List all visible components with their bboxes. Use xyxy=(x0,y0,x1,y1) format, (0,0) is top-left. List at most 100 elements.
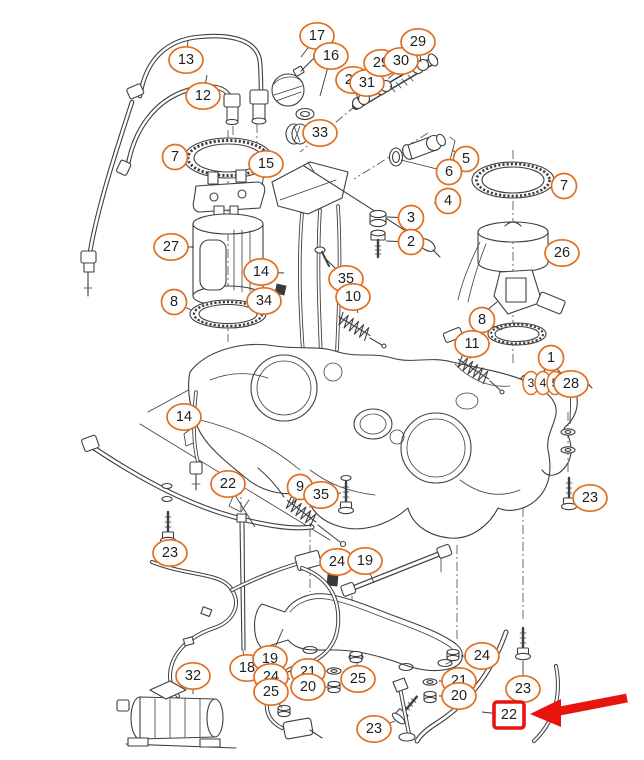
vent-pipe-14 xyxy=(189,390,203,491)
callout-label: 23 xyxy=(582,490,598,506)
callout-33[interactable]: 33 xyxy=(302,118,338,148)
callout-label: 4 xyxy=(444,193,452,209)
callout-24[interactable]: 24 xyxy=(464,641,500,671)
callout-label: 23 xyxy=(515,681,531,697)
grommet-3 xyxy=(369,209,387,228)
callout-23[interactable]: 23 xyxy=(572,483,608,513)
callout-20[interactable]: 20 xyxy=(441,681,477,711)
callout-label: 14 xyxy=(253,264,269,280)
callout-2[interactable]: 2 xyxy=(397,228,425,256)
left-feed-hose xyxy=(80,99,135,297)
callout-label: 17 xyxy=(309,28,325,44)
callout-10[interactable]: 10 xyxy=(335,282,371,312)
callout-8[interactable]: 8 xyxy=(468,306,496,334)
callout-12[interactable]: 12 xyxy=(185,81,221,111)
callout-23[interactable]: 23 xyxy=(152,538,188,568)
callout-label: 25 xyxy=(350,671,366,687)
callout-label: 19 xyxy=(357,553,373,569)
callout-label: 18 xyxy=(239,660,255,676)
callout-label: 26 xyxy=(554,245,570,261)
callout-8[interactable]: 8 xyxy=(160,288,188,316)
callout-label: 35 xyxy=(338,271,354,287)
callout-label: 30 xyxy=(393,53,409,69)
callout-23[interactable]: 23 xyxy=(356,714,392,744)
callout-label: 16 xyxy=(323,48,339,64)
callout-label: 35 xyxy=(313,487,329,503)
callout-29[interactable]: 29 xyxy=(400,27,436,57)
shield-strip-19 xyxy=(340,543,453,611)
callout-label: 11 xyxy=(464,336,479,352)
callout-22-highlighted[interactable]: 22 xyxy=(492,700,526,730)
callout-4[interactable]: 4 xyxy=(434,187,462,215)
callout-23[interactable]: 23 xyxy=(505,674,541,704)
callout-label: 25 xyxy=(263,684,279,700)
callout-label: 5 xyxy=(462,151,470,167)
callout-28[interactable]: 28 xyxy=(553,369,589,399)
hose-13 xyxy=(126,33,269,125)
callout-25[interactable]: 25 xyxy=(253,677,289,707)
callout-13[interactable]: 13 xyxy=(168,45,204,75)
callout-label: 22 xyxy=(220,476,236,492)
callout-35[interactable]: 35 xyxy=(303,480,339,510)
callout-19[interactable]: 19 xyxy=(347,546,383,576)
callout-25[interactable]: 25 xyxy=(340,664,376,694)
callout-3[interactable]: 3 xyxy=(397,204,425,232)
fuel-tank xyxy=(183,343,578,539)
callout-label: 33 xyxy=(312,125,328,141)
callout-label: 22 xyxy=(501,707,517,723)
callout-27[interactable]: 27 xyxy=(153,232,189,262)
callout-14[interactable]: 14 xyxy=(243,257,279,287)
tank-strap-left-22 xyxy=(81,434,315,531)
seal-ring-left-8 xyxy=(189,299,267,329)
callout-label: 7 xyxy=(560,178,568,194)
callout-label: 4 xyxy=(540,376,547,390)
callout-1[interactable]: 1 xyxy=(537,344,565,372)
callout-6[interactable]: 6 xyxy=(435,158,463,186)
callout-3[interactable]: 3 xyxy=(522,370,540,396)
callout-22[interactable]: 22 xyxy=(210,469,246,499)
callout-7[interactable]: 7 xyxy=(550,172,578,200)
callout-label: 31 xyxy=(359,75,375,91)
vent-valve-17-16 xyxy=(271,48,323,121)
callout-label: 8 xyxy=(478,312,486,328)
callouts: 1312171629312930293371556743227261435341… xyxy=(152,21,608,744)
bolt-23-left xyxy=(159,482,177,545)
sender-lock-ring-right xyxy=(471,161,555,199)
callout-20[interactable]: 20 xyxy=(290,672,326,702)
callout-label: 32 xyxy=(185,668,201,684)
callout-7[interactable]: 7 xyxy=(161,143,189,171)
pin-35-top xyxy=(314,246,330,267)
filler-pipes xyxy=(271,161,349,358)
callout-11[interactable]: 11 xyxy=(454,329,490,359)
callout-label: 3 xyxy=(528,376,535,390)
pump-flange-15 xyxy=(192,169,266,213)
callout-26[interactable]: 26 xyxy=(544,238,580,268)
callout-14[interactable]: 14 xyxy=(166,402,202,432)
callout-16[interactable]: 16 xyxy=(313,41,349,71)
highlight-arrow xyxy=(530,693,628,727)
callout-34[interactable]: 34 xyxy=(246,286,282,316)
spring-10 xyxy=(334,311,387,349)
callout-32[interactable]: 32 xyxy=(175,661,211,691)
callout-label: 1 xyxy=(547,350,555,366)
diagram-line-art xyxy=(80,33,593,749)
part-5-and-ring-6 xyxy=(388,133,456,167)
bolt-35-bottom xyxy=(337,474,355,515)
callout-label: 3 xyxy=(407,210,415,226)
callout-label: 6 xyxy=(445,164,453,180)
callout-label: 10 xyxy=(345,289,361,305)
callout-label: 24 xyxy=(474,648,490,664)
callout-15[interactable]: 15 xyxy=(248,149,284,179)
callout-label: 8 xyxy=(170,294,178,310)
hose-12 xyxy=(116,84,241,176)
callout-label: 23 xyxy=(162,545,178,561)
bolt-2 xyxy=(370,229,386,259)
spring-11 xyxy=(454,353,505,395)
callout-label: 12 xyxy=(195,88,211,104)
callout-label: 34 xyxy=(256,293,272,309)
callout-label: 20 xyxy=(300,679,316,695)
callout-label: 19 xyxy=(262,651,278,667)
spring-9 xyxy=(257,467,347,548)
callout-label: 2 xyxy=(407,234,415,250)
